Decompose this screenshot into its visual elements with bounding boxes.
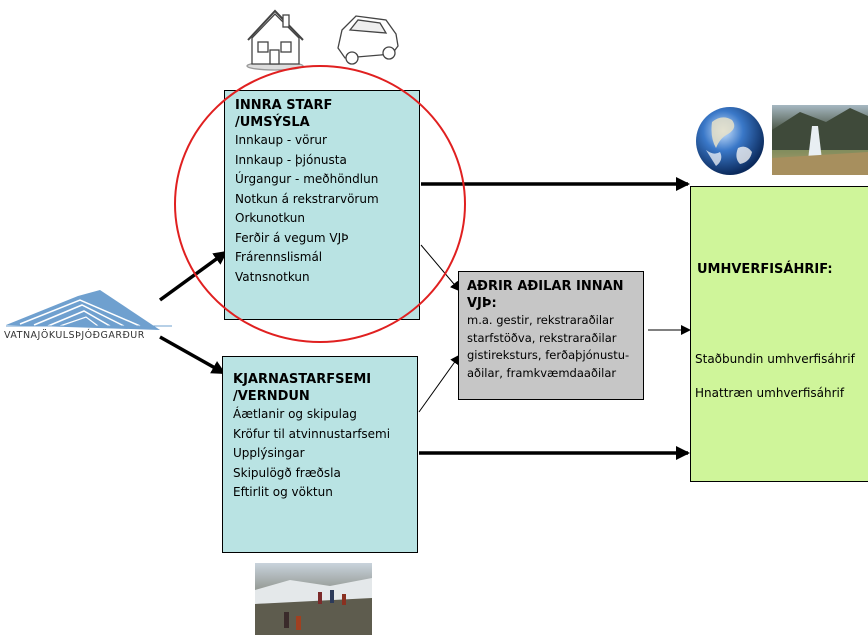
- inner-item: Ferðir á vegum VJÞ: [235, 230, 349, 245]
- arrow-core-to-other: [418, 354, 461, 413]
- car-icon: [337, 15, 399, 65]
- other-item: gistireksturs, ferðaþjónustu-: [467, 348, 630, 362]
- other-item: starfstöðva, rekstraraðilar: [467, 330, 617, 345]
- other-item: aðilar, framkvæmdaaðilar: [467, 365, 617, 380]
- core-item: Kröfur til atvinnustarfsemi: [233, 426, 391, 441]
- environmental-impact-box: UMHVERFISÁHRIF: Staðbundin umhverfisáhri…: [690, 186, 868, 482]
- inner-item: Vatnsnotkun: [235, 269, 310, 284]
- other-box-title: AÐRIR AÐILAR INNAN VJÞ:: [467, 279, 624, 311]
- inner-item: Notkun á rekstrarvörum: [235, 191, 379, 206]
- arrow-logo-to-inner: [158, 250, 228, 302]
- earth-icon: [696, 107, 764, 175]
- logo-text: VATNAJÖKULSÞJÓÐGARÐUR: [4, 330, 145, 341]
- inner-item: Innkaup - vörur: [235, 133, 327, 147]
- inner-item: Orkunotkun: [235, 211, 306, 225]
- other-item: m.a. gestir, rekstraraðilar: [467, 313, 614, 327]
- waterfall-photo-icon: [772, 105, 868, 175]
- glacier-logo-icon: [6, 290, 172, 330]
- house-icon: [246, 9, 304, 71]
- arrow-logo-to-core: [159, 335, 226, 375]
- inner-item: Innkaup - þjónusta: [235, 152, 347, 167]
- impact-item: Staðbundin umhverfisáhrif: [695, 352, 855, 366]
- hikers-photo-icon: [255, 563, 372, 635]
- core-item: Áætlanir og skipulag: [233, 407, 357, 421]
- core-item: Eftirlit og vöktun: [233, 485, 333, 499]
- inner-operations-box: INNRA STARF /UMSÝSLA Innkaup - vörur Inn…: [224, 90, 420, 320]
- inner-item: Úrgangur - meðhöndlun: [235, 172, 379, 186]
- other-parties-box: AÐRIR AÐILAR INNAN VJÞ: m.a. gestir, rek…: [458, 271, 644, 400]
- impact-box-title: UMHVERFISÁHRIF:: [697, 262, 833, 277]
- core-activities-box: KJARNASTARFSEMI /VERNDUN Áætlanir og ski…: [222, 356, 418, 553]
- impact-item: Hnattræn umhverfisáhrif: [695, 386, 845, 400]
- core-item: Skipulögð fræðsla: [233, 465, 341, 480]
- inner-box-title: INNRA STARF /UMSÝSLA: [235, 98, 333, 130]
- inner-item: Frárennslismál: [235, 250, 323, 264]
- core-item: Upplýsingar: [233, 446, 305, 460]
- arrow-inner-to-other: [420, 244, 461, 292]
- core-box-title: KJARNASTARFSEMI /VERNDUN: [233, 372, 372, 404]
